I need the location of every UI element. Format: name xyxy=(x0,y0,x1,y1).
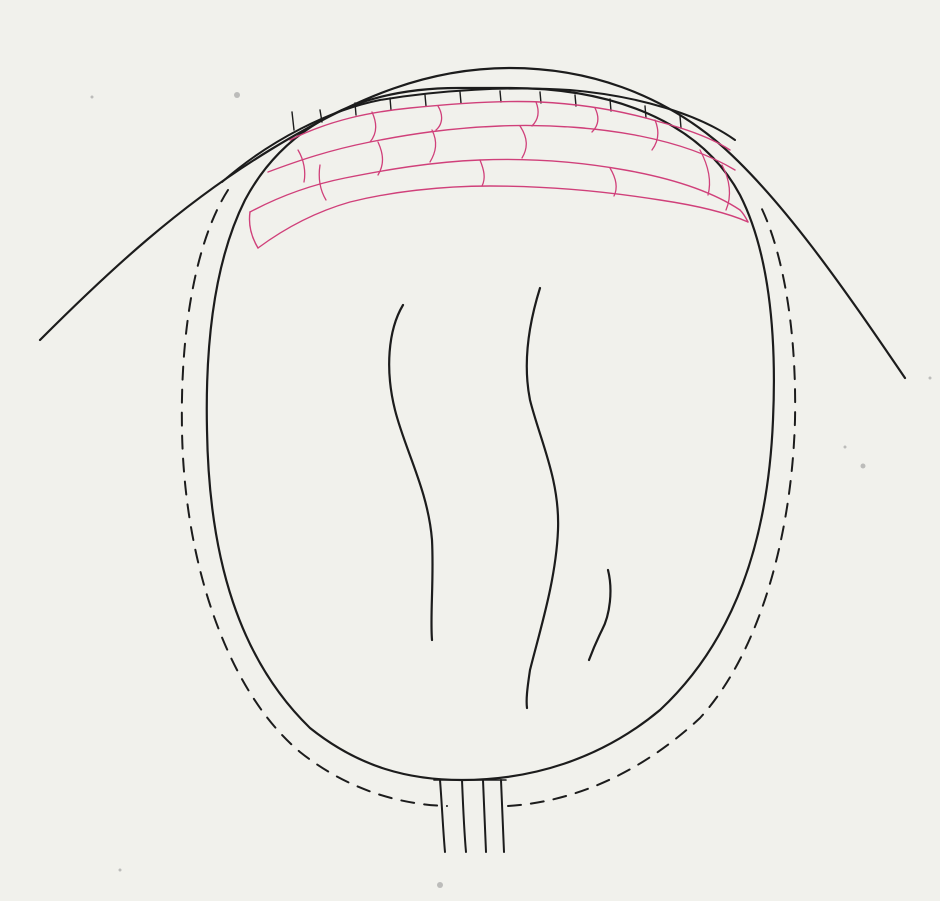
dashed-outer-membrane xyxy=(182,190,795,806)
dashed-membrane-left xyxy=(182,190,447,806)
interior-strand-left xyxy=(389,305,432,640)
bottom-stalk xyxy=(434,780,506,852)
red-cell-band xyxy=(249,101,748,248)
main-oval-outline xyxy=(207,88,774,780)
interior-strand-middle xyxy=(527,288,559,708)
interior-strand-right xyxy=(589,570,610,660)
outer-arc-line xyxy=(40,68,905,378)
